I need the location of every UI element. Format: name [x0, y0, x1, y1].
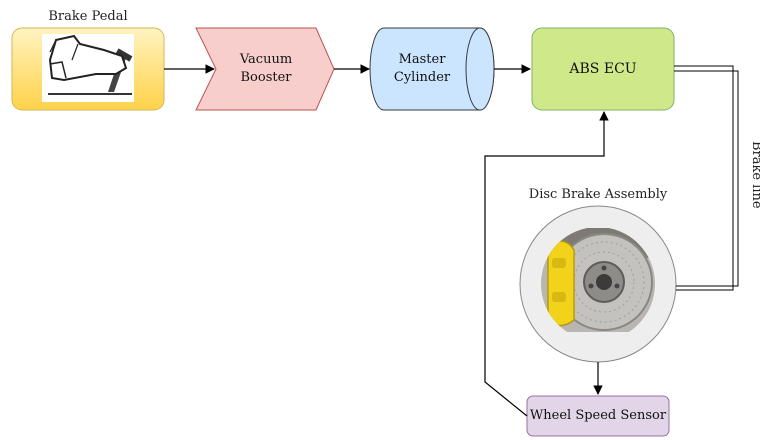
disc-brake-label: Disc Brake Assembly	[528, 187, 668, 202]
brake-pedal-node	[11, 27, 165, 111]
disc-brake-node	[519, 205, 677, 363]
foot-on-pedal-icon	[48, 34, 133, 95]
brake-pedal-label: Brake Pedal	[48, 9, 128, 24]
disc-brake-photo	[541, 228, 655, 332]
vacuum-booster-label-line2: Booster	[240, 70, 292, 85]
edge-sensor-to-ecu	[484, 111, 609, 417]
vacuum-booster-label-line1: Vacuum	[239, 52, 293, 67]
wheel-speed-sensor-label: Wheel Speed Sensor	[529, 408, 667, 423]
master-cylinder-label: Master Cylinder	[372, 28, 472, 110]
brake-line-edge	[674, 65, 739, 291]
master-cylinder-label-line2: Cylinder	[393, 70, 451, 85]
connectors	[164, 64, 609, 417]
abs-ecu-node	[531, 27, 675, 111]
abs-ecu-label: ABS ECU	[569, 61, 637, 77]
master-cylinder-label-line1: Master	[398, 52, 446, 67]
vacuum-booster-label: Vacuum Booster	[214, 28, 318, 110]
vacuum-booster-node	[195, 27, 335, 111]
brake-line-label: Brake line	[749, 141, 760, 209]
